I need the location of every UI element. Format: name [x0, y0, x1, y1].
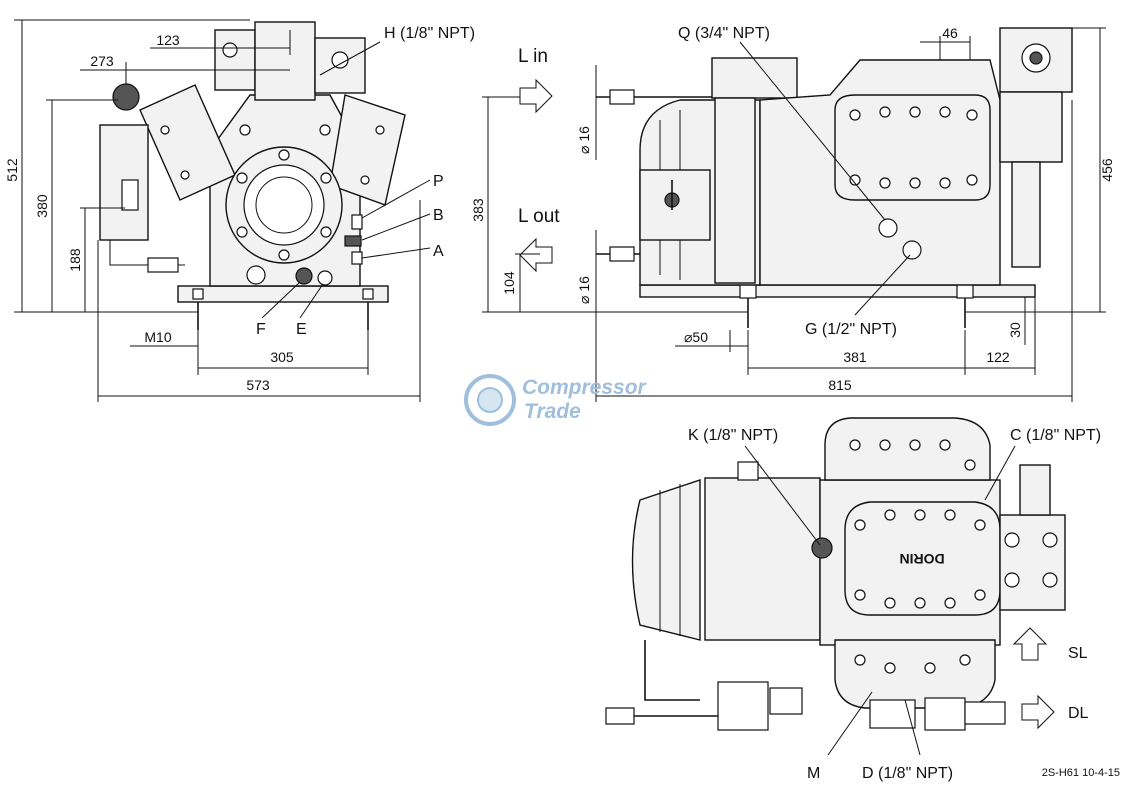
callout-f: F	[256, 321, 266, 338]
side-labels: L in L out Q (3/4" NPT) 46 ⌀ 16 383 104 …	[470, 25, 1115, 393]
front-dimensions	[14, 19, 421, 402]
top-leaders	[744, 445, 1016, 756]
dim-573: 573	[246, 377, 270, 393]
dim-m10: M10	[144, 329, 171, 345]
callout-k: K (1/8" NPT)	[688, 427, 778, 444]
side-dimensions	[482, 27, 1106, 402]
dim-273: 273	[90, 53, 114, 69]
doring-stamp: DORIN	[899, 551, 944, 567]
callout-e: E	[296, 321, 307, 338]
label-dl: DL	[1068, 705, 1089, 722]
label-l-in: L in	[518, 46, 548, 67]
front-leaders	[261, 41, 431, 319]
dim-30: 30	[1007, 322, 1023, 338]
callout-p: P	[433, 173, 444, 190]
callout-m: M	[807, 765, 820, 782]
top-labels: K (1/8" NPT) C (1/8" NPT) SL DL M D (1/8…	[688, 427, 1120, 782]
drawing-reference: 2S-H61 10-4-15	[1042, 767, 1120, 779]
front-view	[99, 21, 406, 330]
callout-g: G (1/2" NPT)	[805, 321, 897, 338]
callout-b: B	[433, 207, 444, 224]
label-sl: SL	[1068, 645, 1088, 662]
dim-104: 104	[501, 271, 517, 295]
dim-456: 456	[1099, 158, 1115, 182]
dim-305: 305	[270, 349, 294, 365]
watermark-line2: Trade	[524, 400, 581, 423]
dim-188: 188	[67, 248, 83, 272]
callout-d: D (1/8" NPT)	[862, 765, 953, 782]
dim-46: 46	[942, 25, 958, 41]
dim-383: 383	[470, 198, 486, 222]
side-leaders	[739, 41, 911, 316]
front-labels: 123 273 512 380 188 M10 305 573 H (1/8" …	[4, 25, 475, 393]
dim-381: 381	[843, 349, 867, 365]
callout-h: H (1/8" NPT)	[384, 25, 475, 42]
watermark-line1: Compressor	[522, 376, 648, 399]
dim-512: 512	[4, 158, 20, 182]
callout-q: Q (3/4" NPT)	[678, 25, 770, 42]
watermark: Compressor Trade	[464, 374, 648, 426]
dim-815: 815	[828, 377, 852, 393]
side-view	[519, 27, 1073, 328]
dim-dia50: ⌀50	[684, 329, 708, 345]
dim-122: 122	[986, 349, 1010, 365]
dim-dia16-top: ⌀ 16	[576, 126, 592, 154]
dim-380: 380	[34, 194, 50, 218]
dim-123: 123	[156, 32, 180, 48]
callout-a: A	[433, 243, 444, 260]
dim-dia16-bottom: ⌀ 16	[576, 276, 592, 304]
callout-c: C (1/8" NPT)	[1010, 427, 1101, 444]
top-view: DORIN	[605, 417, 1066, 731]
label-l-out: L out	[518, 206, 560, 227]
